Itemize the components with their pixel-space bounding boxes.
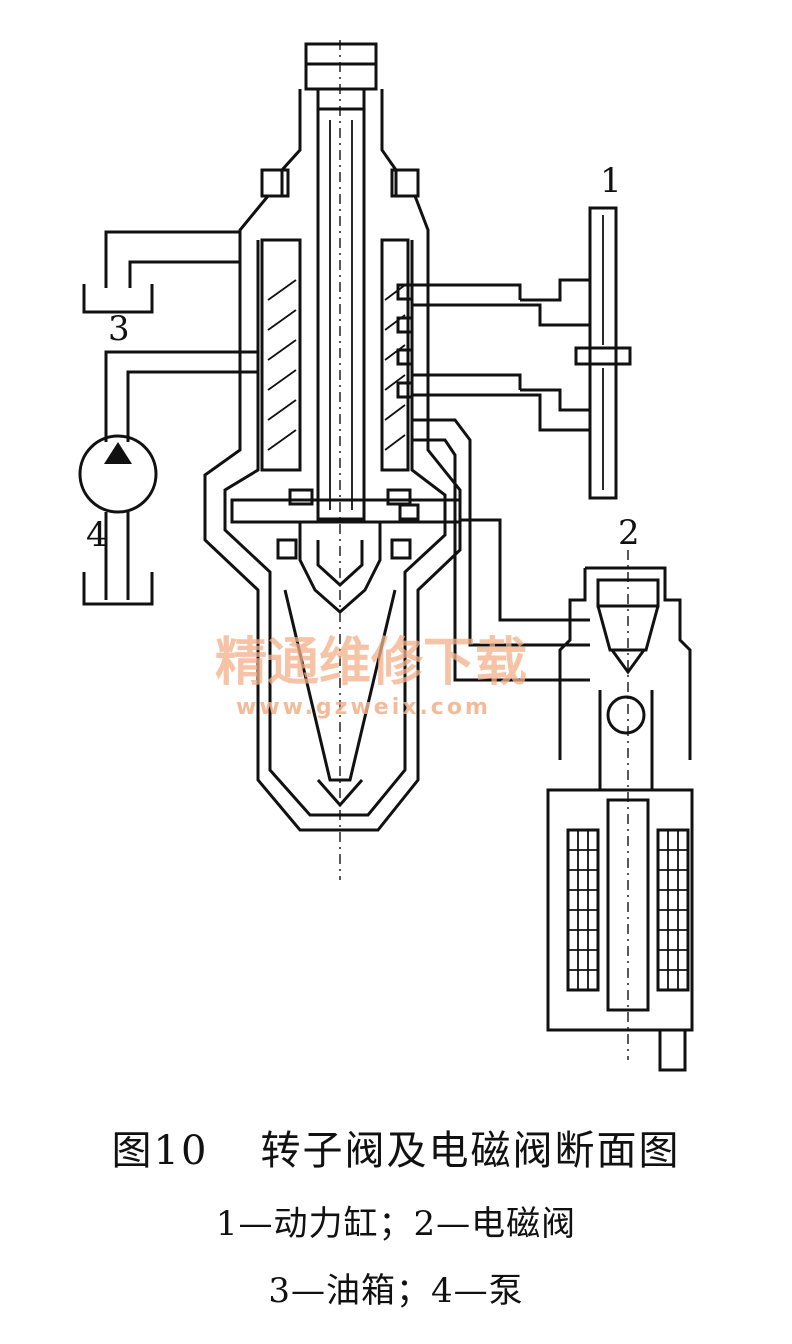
return-line-to-tank xyxy=(104,230,240,288)
solenoid-return-line xyxy=(460,518,590,622)
valve-neck xyxy=(260,89,420,198)
callout-1: 1 xyxy=(600,161,622,201)
cylinder-feed-b xyxy=(500,388,590,432)
watermark-url: www.gzweix.com xyxy=(236,695,491,720)
top-nut xyxy=(304,42,378,111)
cylinder-line-a xyxy=(412,283,522,307)
figure-number: 图10 xyxy=(111,1128,209,1174)
rotor-sleeve xyxy=(260,238,414,472)
pump-supply-line xyxy=(104,350,258,442)
pump-4-symbol xyxy=(78,434,158,606)
callout-4: 4 xyxy=(86,515,108,555)
callout-3: 3 xyxy=(108,309,130,349)
cylinder-feed-a xyxy=(500,278,590,327)
tank-3-symbol xyxy=(82,284,154,314)
cylinder-line-b xyxy=(412,373,522,397)
legend-line-2: 3—油箱；4—泵 xyxy=(268,1271,524,1311)
figure-title: 转子阀及电磁阀断面图 xyxy=(260,1128,681,1174)
valve-cross-section-diagram: 1 2 3 4 精通维修下载 www.gzweix.com xyxy=(78,40,694,1072)
valve-body-inner-wall xyxy=(223,240,447,817)
solenoid-feed-line xyxy=(412,418,590,682)
solenoid-valve-2 xyxy=(546,550,694,1072)
watermark-text: 精通维修下载 xyxy=(215,633,527,693)
valve-body-outline xyxy=(203,195,462,832)
figure-title-row: 图10 转子阀及电磁阀断面图 xyxy=(0,1118,792,1176)
legend-line-1: 1—动力缸；2—电磁阀 xyxy=(215,1204,577,1244)
power-cylinder-1 xyxy=(574,206,632,500)
input-shaft xyxy=(316,107,366,521)
callout-2: 2 xyxy=(618,513,640,553)
pinion-cone xyxy=(283,522,397,808)
figure-caption: 图10 转子阀及电磁阀断面图 1—动力缸；2—电磁阀 3—油箱；4—泵 xyxy=(0,1118,792,1330)
valve-lower-plate xyxy=(230,488,462,560)
